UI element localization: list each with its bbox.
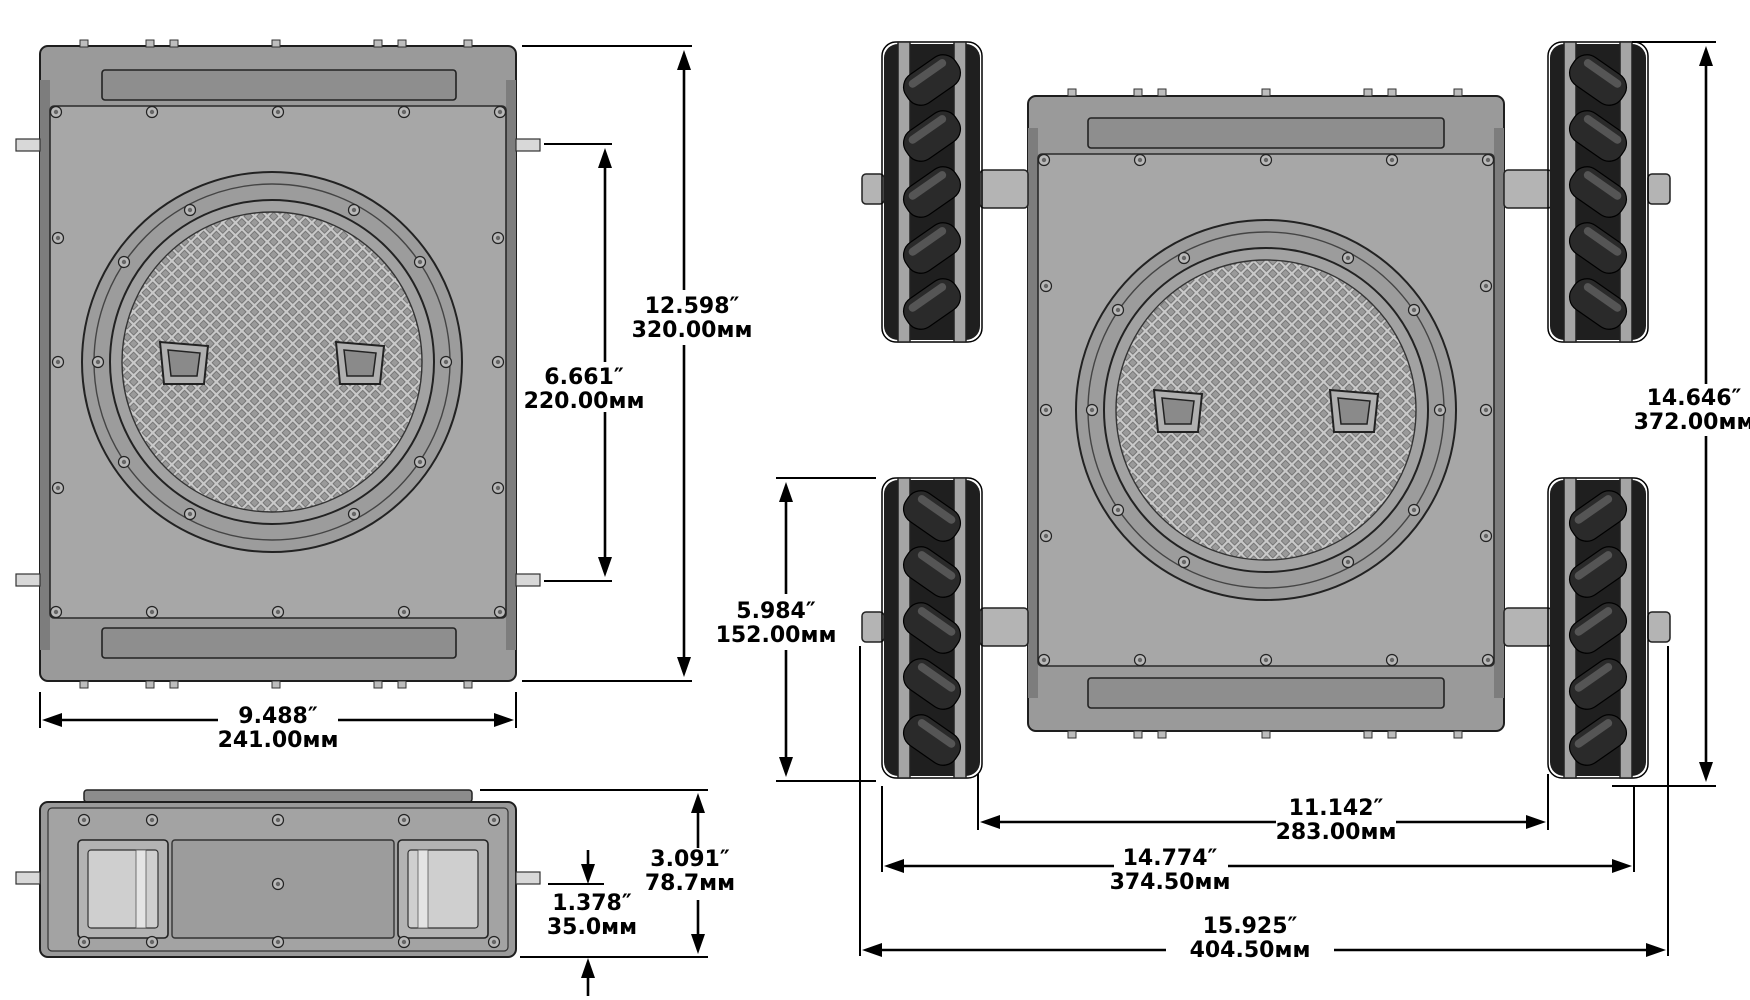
top-slot (101, 69, 457, 101)
dim-side-height-mm: 78.7мм (645, 871, 735, 896)
dim-overall-width: 15.925″ 404.50мм (859, 646, 1669, 963)
mount-peg (515, 138, 541, 152)
mount-peg (15, 138, 41, 152)
mecanum-wheel-icon (1547, 477, 1649, 779)
dim-top-width: 9.488″ 241.00мм (39, 692, 517, 753)
dim-top-height-inch: 12.598″ (645, 294, 740, 319)
hatch-cover (121, 211, 423, 513)
dim-track: 14.774″ 374.50мм (881, 786, 1635, 895)
dim-clearance: 1.378″ 35.0мм (547, 850, 637, 996)
mount-peg (15, 573, 41, 587)
dim-inner-track-inch: 11.142″ (1289, 796, 1384, 821)
side-view (15, 789, 541, 958)
dim-top-width-mm: 241.00мм (218, 728, 339, 753)
dim-track-mm: 374.50мм (1110, 870, 1231, 895)
top-view (15, 39, 541, 689)
mount-peg (515, 573, 541, 587)
dim-top-width-inch: 9.488″ (238, 704, 318, 729)
dim-hatch-spacing-mm: 220.00мм (524, 389, 645, 414)
wheel-coupler (979, 169, 1029, 209)
hatch-handle-icon (159, 341, 209, 385)
mecanum-wheel-icon (881, 477, 983, 779)
hatch-handle-icon (1153, 389, 1203, 433)
dim-top-height: 12.598″ 320.00мм (522, 45, 753, 682)
mecanum-wheel-icon (1547, 41, 1649, 343)
dim-inner-track: 11.142″ 283.00мм (977, 774, 1549, 845)
wheel-coupler (979, 607, 1029, 647)
bottom-slot (101, 627, 457, 659)
dim-hatch-spacing: 6.661″ 220.00мм (524, 143, 645, 582)
dim-side-height: 3.091″ 78.7мм (480, 789, 735, 958)
robot-top-view (861, 41, 1671, 779)
hatch-handle-icon (1329, 389, 1379, 433)
dim-wheel-diameter-mm: 152.00мм (716, 623, 837, 648)
dim-overall-length-inch: 14.646″ (1647, 386, 1742, 411)
dim-top-height-mm: 320.00мм (632, 318, 753, 343)
wheel-coupler (1503, 607, 1553, 647)
dim-side-height-inch: 3.091″ (650, 847, 730, 872)
dim-overall-width-inch: 15.925″ (1203, 914, 1298, 939)
dim-wheel-diameter-inch: 5.984″ (736, 599, 816, 624)
dim-inner-track-mm: 283.00мм (1276, 820, 1397, 845)
mecanum-wheel-icon (881, 41, 983, 343)
wheel-coupler (1503, 169, 1553, 209)
dim-track-inch: 14.774″ (1123, 846, 1218, 871)
dim-hatch-spacing-inch: 6.661″ (544, 365, 624, 390)
dim-overall-width-mm: 404.50мм (1190, 938, 1311, 963)
hatch-handle-icon (335, 341, 385, 385)
dim-overall-length: 14.646″ 372.00мм (1612, 41, 1750, 787)
dim-clearance-inch: 1.378″ (552, 891, 632, 916)
dim-overall-length-mm: 372.00мм (1634, 410, 1750, 435)
mount-peg (15, 871, 41, 885)
dim-wheel-diameter: 5.984″ 152.00мм (716, 477, 876, 782)
dim-clearance-mm: 35.0мм (547, 915, 637, 940)
mount-peg (515, 871, 541, 885)
